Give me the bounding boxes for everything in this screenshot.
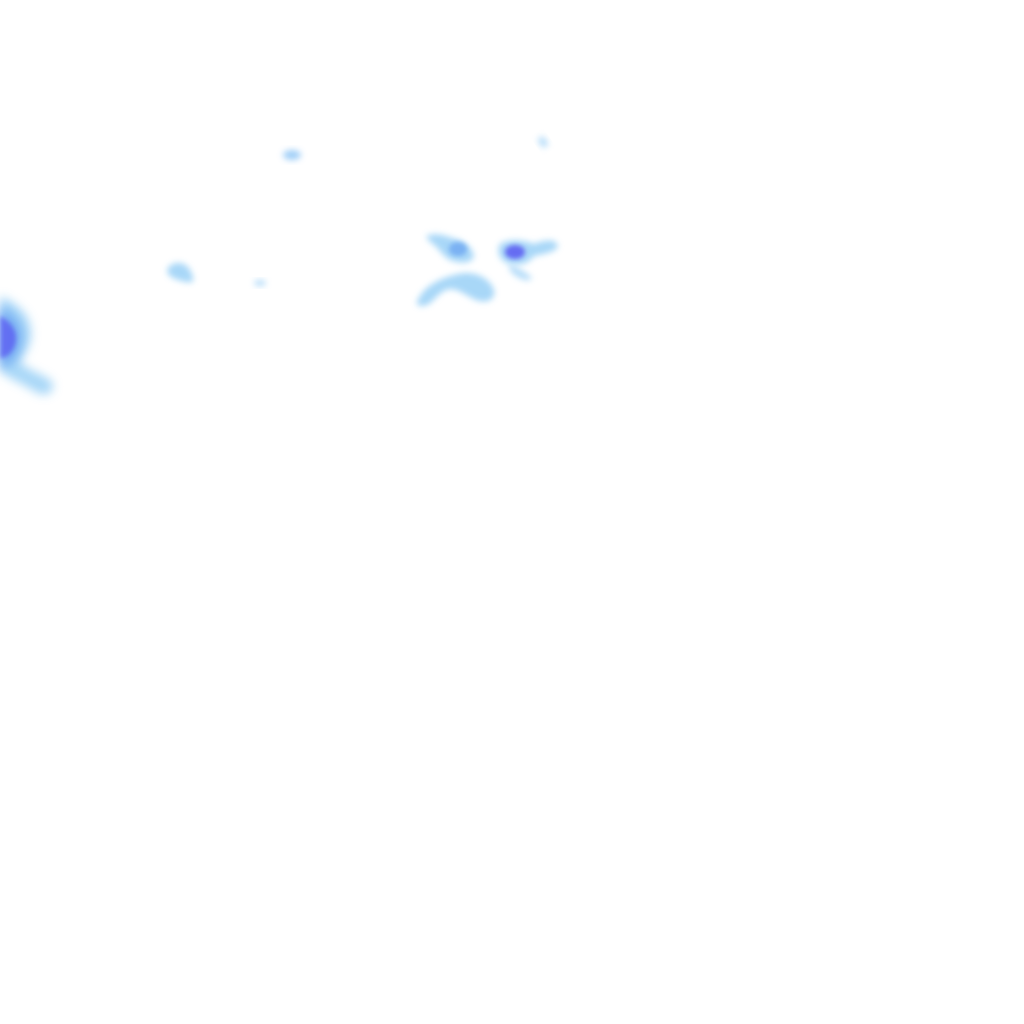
precip-cell-north <box>283 150 301 160</box>
precip-cell-west-center <box>167 262 194 283</box>
precip-cell-west <box>0 296 53 395</box>
precip-cluster-center <box>416 234 558 306</box>
precip-cell-speck <box>254 280 266 286</box>
precip-cell-northeast-speck <box>538 136 548 148</box>
